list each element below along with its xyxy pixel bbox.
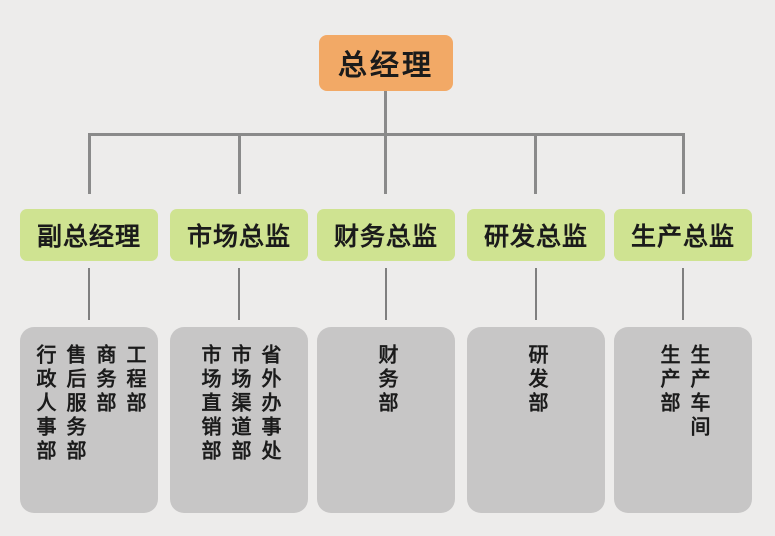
org-column-finance: 财务总监 财务部 — [317, 209, 455, 513]
node-director-1-label: 副总经理 — [36, 223, 141, 251]
node-director-2-label: 市场总监 — [186, 223, 291, 251]
connector-stub-5 — [682, 268, 684, 320]
org-column-marketing: 市场总监 市场直销部 市场渠道部 省外办事处 — [170, 209, 308, 513]
connector-drop-3 — [384, 133, 387, 194]
node-director-1: 副总经理 — [20, 209, 158, 261]
department-label: 售后服务部 — [63, 344, 85, 464]
connector-stub-3 — [385, 268, 387, 320]
node-director-4: 研发总监 — [467, 209, 605, 261]
department-label: 生产车间 — [687, 344, 709, 440]
org-column-production: 生产总监 生产部 生产车间 — [614, 209, 752, 513]
node-departments-4: 研发部 — [467, 327, 605, 513]
org-column-deputy-gm: 副总经理 行政人事部 售后服务部 商务部 工程部 — [20, 209, 158, 513]
connector-stub-4 — [535, 268, 537, 320]
node-director-3: 财务总监 — [317, 209, 455, 261]
department-label: 市场渠道部 — [228, 344, 250, 464]
node-departments-3: 财务部 — [317, 327, 455, 513]
department-label: 工程部 — [123, 344, 145, 416]
node-departments-5: 生产部 生产车间 — [614, 327, 752, 513]
connector-root-trunk — [384, 90, 387, 136]
connector-drop-5 — [682, 133, 685, 194]
node-director-5: 生产总监 — [614, 209, 752, 261]
department-label: 生产部 — [657, 344, 679, 416]
department-label: 研发部 — [525, 344, 547, 416]
node-director-5-label: 生产总监 — [630, 223, 735, 251]
department-label: 财务部 — [375, 344, 397, 416]
node-director-2: 市场总监 — [170, 209, 308, 261]
connector-drop-1 — [88, 133, 91, 194]
connector-drop-2 — [238, 133, 241, 194]
connector-stub-1 — [88, 268, 90, 320]
department-label: 行政人事部 — [33, 344, 55, 464]
department-label: 省外办事处 — [258, 344, 280, 464]
connector-drop-4 — [534, 133, 537, 194]
org-column-rnd: 研发总监 研发部 — [467, 209, 605, 513]
node-departments-2: 市场直销部 市场渠道部 省外办事处 — [170, 327, 308, 513]
node-director-3-label: 财务总监 — [333, 223, 438, 251]
node-departments-1: 行政人事部 售后服务部 商务部 工程部 — [20, 327, 158, 513]
node-general-manager: 总经理 — [319, 35, 453, 91]
connector-stub-2 — [238, 268, 240, 320]
department-label: 市场直销部 — [198, 344, 220, 464]
node-general-manager-label: 总经理 — [337, 50, 434, 82]
department-label: 商务部 — [93, 344, 115, 416]
node-director-4-label: 研发总监 — [483, 223, 588, 251]
